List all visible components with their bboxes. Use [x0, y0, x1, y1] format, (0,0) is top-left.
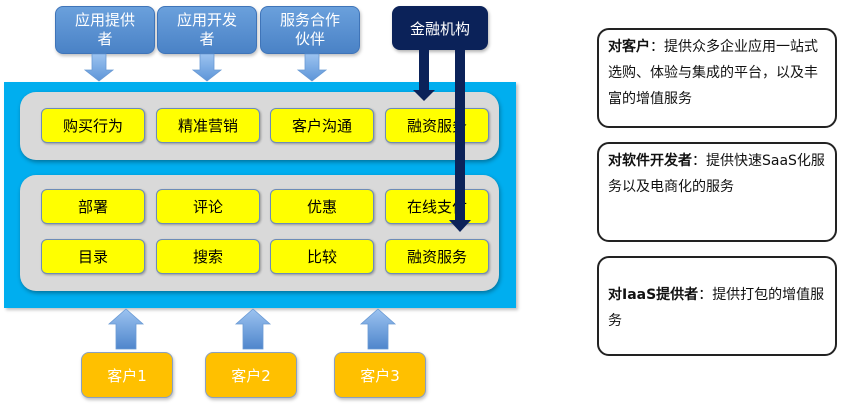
financial-arrows — [413, 50, 471, 232]
feature-cell: 优惠 — [270, 189, 374, 224]
service-cell: 购买行为 — [41, 108, 145, 143]
note-title: 对软件开发者 — [608, 153, 692, 169]
note-text: 提供打包的增值服务 — [608, 287, 825, 329]
down-arrow-icon — [296, 53, 328, 82]
note-sep: ： — [650, 39, 664, 55]
up-arrow-icon — [107, 308, 145, 350]
customer-arrows — [107, 308, 397, 350]
note-sep: ： — [692, 153, 706, 169]
note-text: 提供众多企业应用一站式选购、体验与集成的平台，以及丰富的增值服务 — [608, 39, 818, 107]
note-for-developers: 对软件开发者：提供快速SaaS化服务以及电商化的服务 — [597, 142, 837, 242]
down-arrow-icon — [413, 50, 435, 101]
top-arrows — [83, 53, 328, 82]
note-for-iaas-providers: 对IaaS提供者：提供打包的增值服务 — [597, 256, 837, 356]
feature-cell: 部署 — [41, 189, 145, 224]
up-arrow-icon — [359, 308, 397, 350]
role-label: 服务合作伙伴 — [279, 11, 340, 48]
feature-cell: 目录 — [41, 239, 145, 274]
note-sep: ： — [698, 287, 713, 303]
feature-cell: 在线支付 — [385, 189, 489, 224]
down-arrow-icon — [191, 53, 223, 82]
up-arrow-icon — [234, 308, 272, 350]
feature-cell: 搜索 — [156, 239, 260, 274]
note-title: 对IaaS提供者 — [608, 287, 699, 303]
customer-box: 客户1 — [81, 352, 173, 398]
feature-cell: 融资服务 — [385, 239, 489, 274]
role-label: 应用开发者 — [176, 11, 237, 48]
customer-box: 客户2 — [205, 352, 297, 398]
role-box-app-provider: 应用提供者 — [55, 6, 155, 54]
role-box-app-developer: 应用开发者 — [157, 6, 257, 54]
financial-institution-box: 金融机构 — [392, 6, 488, 50]
service-cell: 精准营销 — [156, 108, 260, 143]
customer-box: 客户3 — [334, 352, 426, 398]
note-text: 提供快速SaaS化服务以及电商化的服务 — [608, 153, 825, 195]
down-arrow-icon — [83, 53, 115, 82]
financial-label: 金融机构 — [409, 19, 470, 38]
feature-cell: 比较 — [270, 239, 374, 274]
role-label: 应用提供者 — [74, 11, 135, 48]
feature-cell: 评论 — [156, 189, 260, 224]
service-cell: 融资服务 — [385, 108, 489, 143]
role-box-service-partner: 服务合作伙伴 — [260, 6, 360, 54]
down-arrow-icon — [449, 50, 471, 232]
service-cell: 客户沟通 — [270, 108, 374, 143]
note-for-customers: 对客户：提供众多企业应用一站式选购、体验与集成的平台，以及丰富的增值服务 — [597, 28, 837, 128]
note-title: 对客户 — [608, 39, 650, 55]
